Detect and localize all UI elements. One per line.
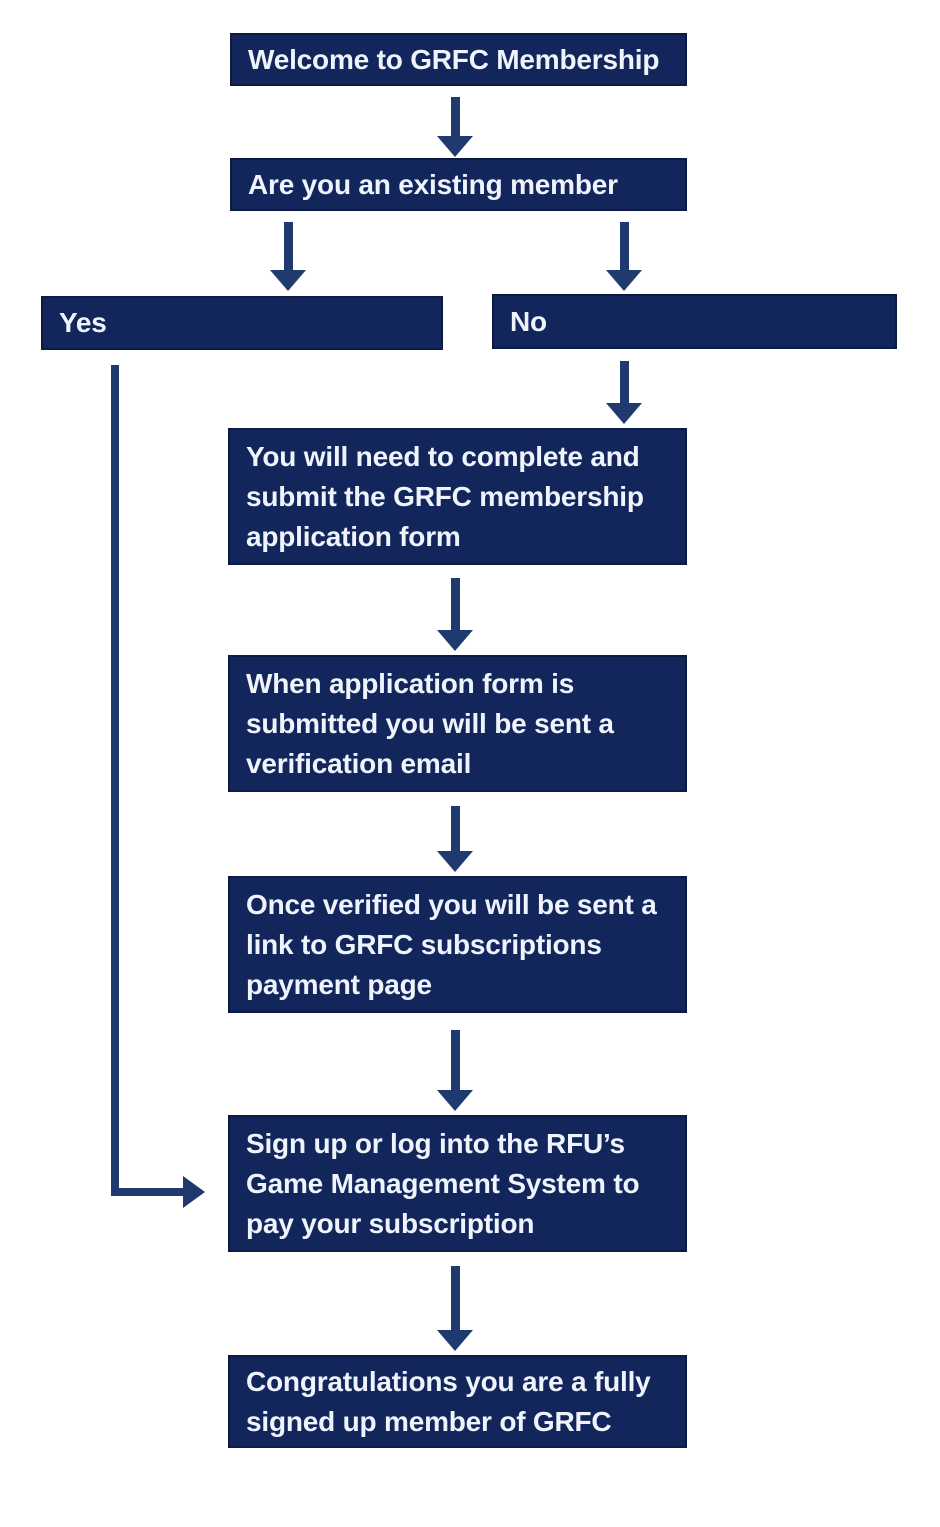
arrow-down-icon bbox=[437, 630, 473, 651]
no-box: No bbox=[492, 294, 897, 349]
arrow-no-to-application bbox=[606, 361, 642, 424]
arrow-down-icon bbox=[270, 270, 306, 291]
arrow-stem bbox=[450, 1030, 460, 1090]
gms-signup-step-box: Sign up or log into the RFU’s Game Manag… bbox=[228, 1115, 687, 1252]
payment-link-step-label: Once verified you will be sent a link to… bbox=[246, 888, 657, 1000]
arrow-down-icon bbox=[606, 403, 642, 424]
arrow-verification-to-payment bbox=[437, 806, 473, 872]
application-step-box: You will need to complete and submit the… bbox=[228, 428, 687, 565]
arrow-gms-to-congratulations bbox=[437, 1266, 473, 1351]
arrow-down-icon bbox=[606, 270, 642, 291]
welcome-box: Welcome to GRFC Membership bbox=[230, 33, 687, 86]
congratulations-box-label: Congratulations you are a fully signed u… bbox=[246, 1365, 651, 1437]
welcome-box-label: Welcome to GRFC Membership bbox=[248, 43, 660, 75]
arrow-welcome-to-question bbox=[437, 97, 473, 157]
gms-signup-step-label: Sign up or log into the RFU’s Game Manag… bbox=[246, 1127, 640, 1239]
connector-horizontal-line bbox=[111, 1188, 183, 1196]
arrow-stem bbox=[619, 222, 629, 270]
arrow-stem bbox=[283, 222, 293, 270]
application-step-label: You will need to complete and submit the… bbox=[246, 440, 644, 552]
congratulations-box: Congratulations you are a fully signed u… bbox=[228, 1355, 687, 1448]
arrow-question-to-yes bbox=[270, 222, 306, 291]
payment-link-step-box: Once verified you will be sent a link to… bbox=[228, 876, 687, 1013]
yes-box-label: Yes bbox=[59, 307, 107, 338]
arrow-payment-to-gms bbox=[437, 1030, 473, 1111]
arrow-stem bbox=[450, 578, 460, 630]
arrow-stem bbox=[450, 1266, 460, 1330]
yes-box: Yes bbox=[41, 296, 443, 350]
verification-step-label: When application form is submitted you w… bbox=[246, 667, 614, 779]
verification-step-box: When application form is submitted you w… bbox=[228, 655, 687, 792]
arrow-down-icon bbox=[437, 851, 473, 872]
arrow-right-icon bbox=[183, 1176, 205, 1208]
connector-vertical-line bbox=[111, 365, 119, 1196]
arrow-down-icon bbox=[437, 1090, 473, 1111]
arrow-stem bbox=[450, 97, 460, 136]
arrow-application-to-verification bbox=[437, 578, 473, 651]
existing-member-question-box: Are you an existing member bbox=[230, 158, 687, 211]
arrow-down-icon bbox=[437, 1330, 473, 1351]
existing-member-question-label: Are you an existing member bbox=[248, 168, 618, 200]
arrow-question-to-no bbox=[606, 222, 642, 291]
no-box-label: No bbox=[510, 305, 547, 337]
arrow-stem bbox=[450, 806, 460, 851]
arrow-down-icon bbox=[437, 136, 473, 157]
arrow-stem bbox=[619, 361, 629, 403]
